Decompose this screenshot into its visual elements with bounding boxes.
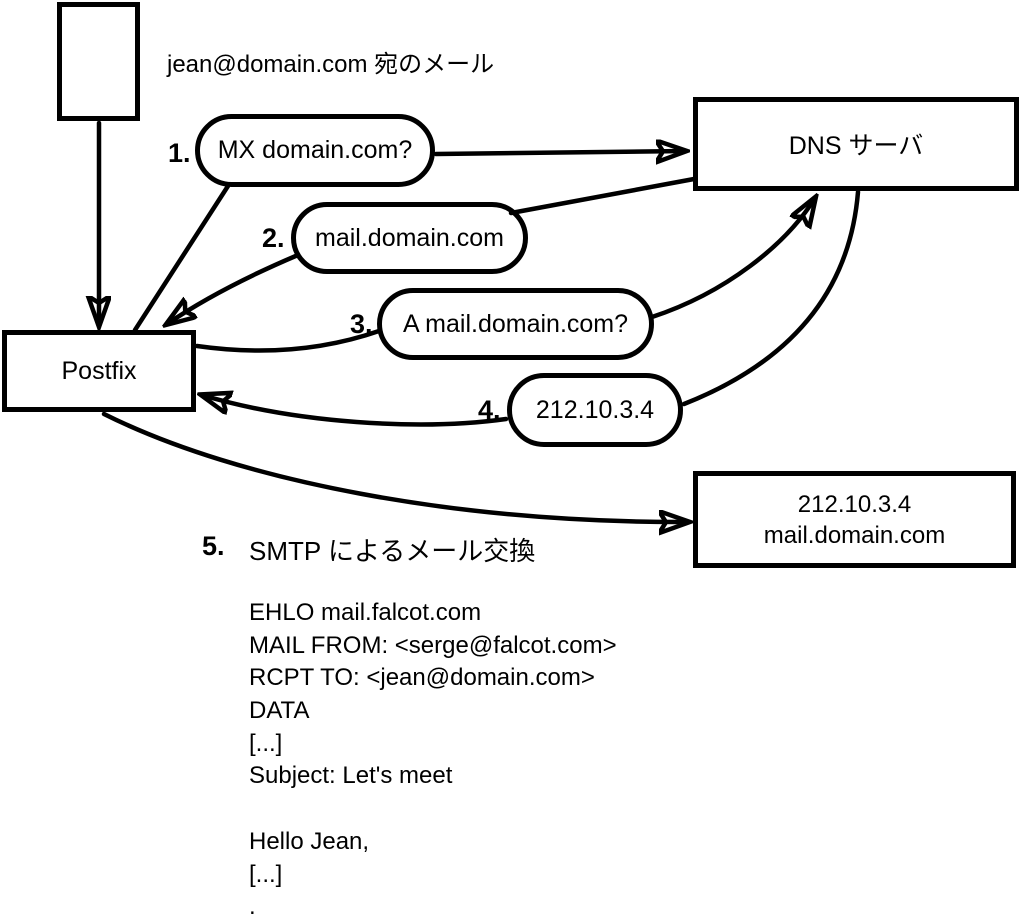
smtp-line: RCPT TO: <jean@domain.com>: [249, 664, 595, 692]
smtp-line: .: [249, 893, 256, 919]
arrow-query1-to-dns: [433, 151, 685, 154]
smtp-session-text: EHLO mail.falcot.com MAIL FROM: <serge@f…: [249, 597, 617, 919]
mailserver-hostname: mail.domain.com: [763, 521, 946, 549]
smtp-line: [...]: [249, 729, 283, 757]
step-2-number: 2.: [262, 223, 285, 253]
smtp-line: EHLO mail.falcot.com: [249, 599, 482, 626]
answer-a-pill: 212.10.3.4: [507, 373, 683, 447]
answer-mx-label: mail.domain.com: [315, 223, 504, 252]
smtp-line: Subject: Let's meet: [249, 762, 453, 790]
step-1-number: 1.: [168, 138, 191, 168]
postfix-label: Postfix: [61, 356, 137, 385]
dns-server-node: DNS サーバ: [693, 97, 1019, 191]
query-mx-pill: MX domain.com?: [195, 114, 435, 187]
smtp-line: DATA: [249, 697, 310, 725]
dns-server-label: DNS サーバ: [788, 132, 924, 160]
line-postfix-to-query1: [132, 183, 231, 333]
query-a-label: A mail.domain.com?: [402, 309, 629, 338]
arrow-answer2-to-postfix: [167, 252, 301, 324]
incoming-mail-label: jean@domain.com 宛のメール: [167, 51, 495, 78]
smtp-line: MAIL FROM: <serge@falcot.com>: [249, 631, 617, 659]
line-dns-to-answer4: [681, 189, 861, 407]
query-a-pill: A mail.domain.com?: [377, 288, 654, 360]
sender-node: [57, 2, 140, 121]
query-mx-label: MX domain.com?: [217, 136, 413, 164]
arrow-answer4-to-postfix: [202, 395, 509, 427]
arrow-query3-to-dns: [649, 198, 815, 320]
smtp-line: [...]: [249, 860, 283, 888]
mailserver-ip: 212.10.3.4: [797, 490, 912, 518]
step-4-number: 4.: [478, 395, 501, 425]
answer-mx-pill: mail.domain.com: [291, 202, 528, 274]
smtp-line: [249, 793, 617, 826]
step-5-number: 5.: [202, 531, 225, 561]
step-3-number: 3.: [350, 309, 373, 339]
answer-a-label: 212.10.3.4: [535, 395, 655, 424]
step-5-label: SMTP によるメール交換: [249, 536, 536, 566]
postfix-node: Postfix: [2, 330, 196, 412]
smtp-line: Hello Jean,: [249, 827, 370, 855]
mailserver-node: 212.10.3.4 mail.domain.com: [693, 471, 1016, 568]
line-dns-to-answer2: [508, 176, 697, 216]
